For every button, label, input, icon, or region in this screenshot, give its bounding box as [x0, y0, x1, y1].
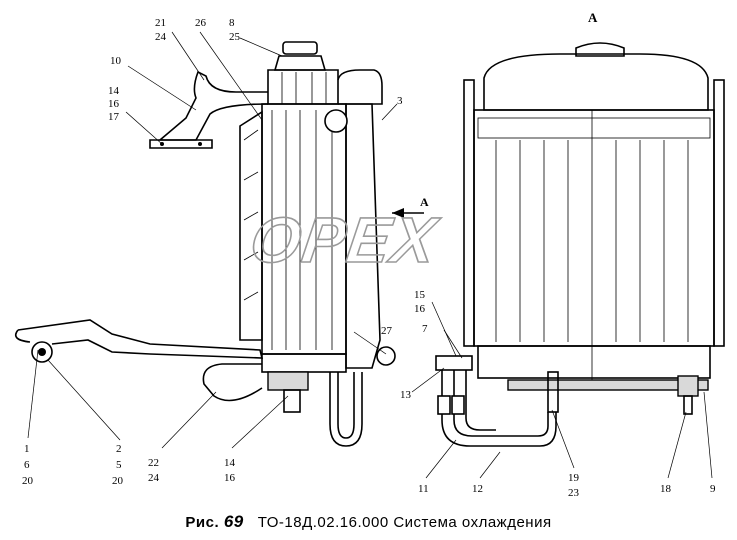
callout-5: 5 — [116, 459, 122, 471]
figure-caption: Рис. 69 ТО-18Д.02.16.000 Система охлажде… — [0, 512, 737, 532]
front-view — [435, 42, 725, 447]
callout-16-lower: 16 — [224, 472, 236, 484]
callout-12: 12 — [472, 483, 483, 495]
caption-prefix: Рис. — [185, 514, 220, 531]
lower-hose-side — [202, 363, 263, 402]
side-panel — [345, 103, 381, 369]
cap-neck — [273, 55, 327, 71]
left-column — [463, 79, 475, 347]
drain-plug — [683, 395, 693, 415]
callout-3: 3 — [397, 95, 403, 107]
callout-20-right: 20 — [112, 475, 124, 487]
expansion-tank — [337, 69, 383, 105]
mounting-rod — [17, 319, 264, 359]
lower-pipe-inner — [465, 366, 496, 431]
valve-27 — [376, 346, 396, 366]
caption-number: 69 — [223, 512, 244, 531]
callout-1: 1 — [24, 443, 30, 455]
callout-16-upper: 16 — [108, 98, 120, 110]
callout-9: 9 — [710, 483, 716, 495]
callout-10: 10 — [110, 55, 122, 67]
callout-22: 22 — [148, 457, 159, 469]
lower-bracket — [267, 371, 309, 391]
hose-clamp — [324, 109, 348, 133]
upper-hose — [157, 70, 269, 141]
callout-6: 6 — [24, 459, 30, 471]
hose-bracket — [149, 139, 213, 149]
callout-20-left: 20 — [22, 475, 34, 487]
callout-13: 13 — [400, 389, 412, 401]
callout-26: 26 — [195, 17, 207, 29]
callout-18: 18 — [660, 483, 672, 495]
callout-14-upper: 14 — [108, 85, 120, 97]
callout-11: 11 — [418, 483, 429, 495]
callout-17: 17 — [108, 111, 120, 123]
radiator-cap — [282, 41, 318, 55]
lower-pipe-outer — [441, 360, 557, 447]
callout-2: 2 — [116, 443, 122, 455]
section-label-a: А — [588, 10, 598, 25]
callout-23: 23 — [568, 487, 580, 499]
hose-sleeve-a — [437, 395, 451, 415]
right-column — [713, 79, 725, 347]
arrow-label-a: А — [420, 195, 429, 209]
hose-sleeve-b — [451, 395, 465, 415]
drain-fitting — [283, 389, 301, 413]
callout-16-right: 16 — [414, 303, 426, 315]
callout-labels: 21 24 26 8 25 10 14 16 17 3 27 1 6 20 2 … — [22, 10, 716, 499]
front-upper-tank — [483, 53, 709, 111]
callout-14-lower: 14 — [224, 457, 236, 469]
u-pipe-side — [329, 372, 363, 447]
callout-24-upper: 24 — [155, 31, 167, 43]
front-base — [507, 379, 709, 391]
callout-24-lower: 24 — [148, 472, 160, 484]
radiator-core-front — [473, 109, 715, 347]
callout-21: 21 — [155, 17, 166, 29]
front-lower-tank — [477, 345, 711, 379]
caption-text: ТО-18Д.02.16.000 Система охлаждения — [257, 514, 552, 531]
leader-lines — [27, 31, 713, 479]
callout-8: 8 — [229, 17, 235, 29]
callout-15: 15 — [414, 289, 426, 301]
callout-27: 27 — [381, 325, 393, 337]
drain-block — [677, 375, 699, 397]
louvre-panel — [239, 110, 263, 341]
callout-25: 25 — [229, 31, 241, 43]
callout-7: 7 — [422, 323, 428, 335]
callout-19: 19 — [568, 472, 580, 484]
pipe-flange — [435, 355, 473, 371]
lower-tank — [261, 353, 347, 373]
watermark: OPEX — [246, 204, 444, 276]
upper-tank — [267, 69, 339, 105]
side-view — [14, 41, 424, 447]
